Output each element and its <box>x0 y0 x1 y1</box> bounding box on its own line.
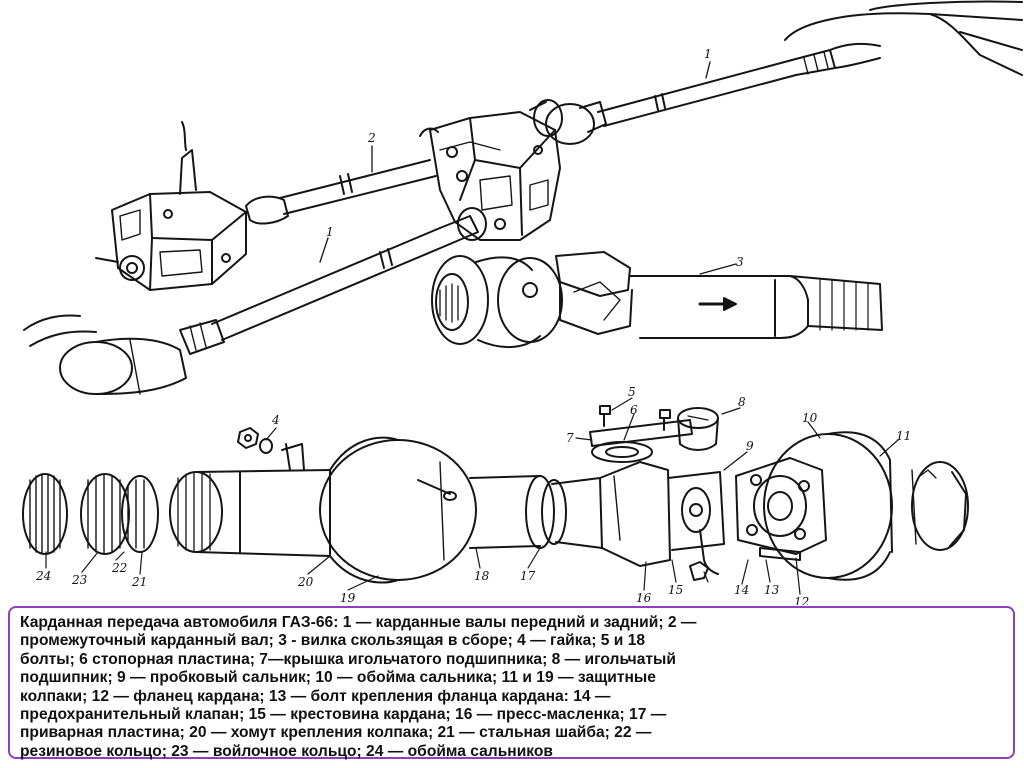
part-label-19: 19 <box>340 591 356 605</box>
part-label-10: 10 <box>802 411 818 425</box>
caption-line: болты; 6 стопорная пластина; 7—крышка иг… <box>20 650 676 668</box>
part-label-16: 16 <box>636 591 652 605</box>
caption-line: приварная пластина; 20 — хомут крепления… <box>20 724 652 742</box>
drivetrain-illustration: 1 2 1 3 4 5 6 7 8 9 10 11 12 13 14 15 16… <box>22 0 1023 605</box>
gearbox <box>95 121 247 291</box>
part-labels: 1 2 1 3 4 5 6 7 8 9 10 11 12 13 14 15 16… <box>35 47 911 605</box>
lower-leaders <box>45 397 899 595</box>
part-label-20: 20 <box>297 575 314 589</box>
transfer-case <box>419 111 561 241</box>
part-label-2: 2 <box>367 131 376 145</box>
part-label-15: 15 <box>668 583 683 597</box>
part-label-13: 13 <box>764 583 780 597</box>
slip-yoke-assembly <box>431 251 883 349</box>
caption-line: подшипник; 9 — пробковый сальник; 10 — о… <box>20 669 656 687</box>
figure-caption: Карданная передача автомобиля ГАЗ-66: 1 … <box>20 614 1003 761</box>
part-label-1-rear: 1 <box>704 47 712 61</box>
seal-rings <box>22 473 159 555</box>
seal-cage-and-cap <box>763 431 969 581</box>
part-label-8: 8 <box>738 395 746 409</box>
part-label-3: 3 <box>736 255 744 269</box>
shaft-tube <box>469 475 603 549</box>
part-label-12: 12 <box>794 595 809 605</box>
part-label-11: 11 <box>896 429 911 443</box>
part-label-9: 9 <box>746 439 754 453</box>
upper-leaders <box>319 61 737 275</box>
part-label-5: 5 <box>628 385 636 399</box>
part-label-22: 22 <box>111 561 127 575</box>
front-axle-hub <box>23 314 187 395</box>
caption-box: Карданная передача автомобиля ГАЗ-66: 1 … <box>8 606 1015 761</box>
caption-line: колпаки; 12 — фланец кардана; 13 — болт … <box>20 687 611 705</box>
yoke-and-bearings <box>591 407 725 581</box>
part-label-14: 14 <box>734 583 749 597</box>
caption-line: резиновое кольцо; 23 — войлочное кольцо;… <box>20 742 554 760</box>
rear-u-joint <box>529 99 607 145</box>
part-label-21: 21 <box>131 575 147 589</box>
part-label-7: 7 <box>566 431 574 445</box>
part-label-18: 18 <box>474 569 490 583</box>
caption-line: Карданная передача автомобиля ГАЗ-66: 1 … <box>20 614 697 631</box>
cardan-flange <box>735 457 827 561</box>
part-label-24: 24 <box>35 569 51 583</box>
splined-sleeve <box>169 469 331 557</box>
small-fasteners <box>237 405 693 454</box>
intermediate-shaft <box>245 159 437 225</box>
guard-cap <box>281 436 477 584</box>
rear-axle-housing <box>784 0 1023 76</box>
caption-line: предохранительный клапан; 15 — крестовин… <box>20 706 667 724</box>
part-label-23: 23 <box>71 573 88 587</box>
part-label-4: 4 <box>271 413 280 427</box>
part-label-17: 17 <box>520 569 536 583</box>
front-cardan-shaft <box>179 207 487 355</box>
part-label-1-front: 1 <box>326 225 334 239</box>
rear-cardan-shaft <box>597 42 881 127</box>
drivetrain-drawing: 1 2 1 3 4 5 6 7 8 9 10 11 12 13 14 15 16… <box>22 0 1023 605</box>
caption-line: промежуточный карданный вал; 3 - вилка с… <box>20 632 646 650</box>
part-label-6: 6 <box>630 403 638 417</box>
